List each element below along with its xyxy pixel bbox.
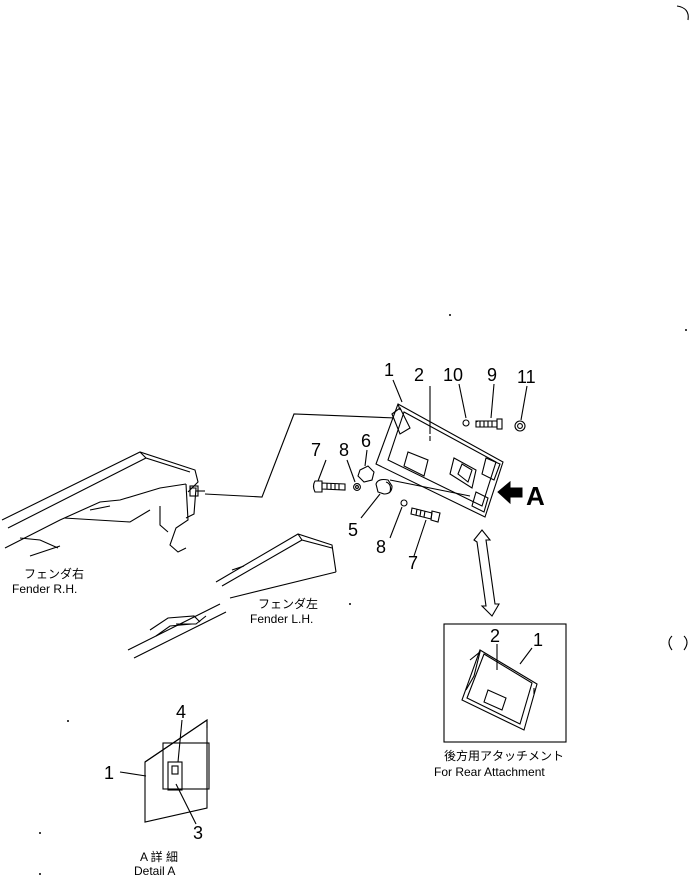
callout-leaders — [317, 379, 528, 557]
fender-rh-label-en: Fender R.H. — [12, 582, 77, 596]
view-arrow-label: A — [526, 481, 545, 511]
callout-main-10: 10 — [443, 365, 463, 385]
detail-a-label-en: Detail A — [134, 864, 175, 877]
view-arrow-a-icon — [497, 480, 523, 505]
fender-rh-label-jp: フェンダ右 — [24, 566, 84, 581]
detail-1-leader — [119, 771, 147, 777]
detail-a-drawing — [144, 718, 210, 823]
callout-main-2: 2 — [414, 365, 424, 385]
fender-rh-drawing — [1, 451, 205, 557]
callout-rear-2: 2 — [490, 626, 500, 646]
callout-main-6: 6 — [361, 431, 371, 451]
detail-a-label-jp: A 詳 細 — [140, 849, 178, 864]
rear-attachment-label-en: For Rear Attachment — [434, 765, 545, 779]
hardware-left-group — [312, 465, 441, 523]
callout-main-9: 9 — [487, 365, 497, 385]
fender-lh-label-jp: フェンダ左 — [258, 596, 318, 611]
callout-rear-1: 1 — [533, 630, 543, 650]
fender-rh-leader-line — [204, 413, 397, 498]
callout-main-1: 1 — [384, 360, 394, 380]
callout-detail-3: 3 — [193, 823, 203, 843]
callout-main-8-bottom: 8 — [376, 537, 386, 557]
callout-main-7-bottom: 7 — [408, 553, 418, 573]
callout-main-11: 11 — [517, 367, 536, 387]
rear-attachment-label-jp: 後方用アタッチメント — [444, 748, 564, 763]
rear-attachment-plate-drawing — [461, 649, 538, 731]
rear-attachment-inset-frame — [443, 623, 567, 743]
hardware-top-right — [462, 418, 526, 432]
callout-main-8-top: 8 — [339, 440, 349, 460]
rear-1-leader — [519, 647, 533, 665]
fender-lh-label-en: Fender L.H. — [250, 612, 313, 626]
detail-4-leader — [177, 719, 183, 763]
callout-main-7-top: 7 — [311, 440, 321, 460]
fender-lh-drawing — [127, 533, 337, 659]
callout-main-5: 5 — [348, 520, 358, 540]
double-arrow-icon — [473, 529, 500, 617]
stray-marks — [39, 5, 689, 875]
detail-3-leader — [175, 783, 197, 825]
callout-detail-4: 4 — [176, 702, 186, 722]
mounting-plate-drawing — [375, 403, 504, 518]
callout-detail-1: 1 — [104, 763, 114, 783]
